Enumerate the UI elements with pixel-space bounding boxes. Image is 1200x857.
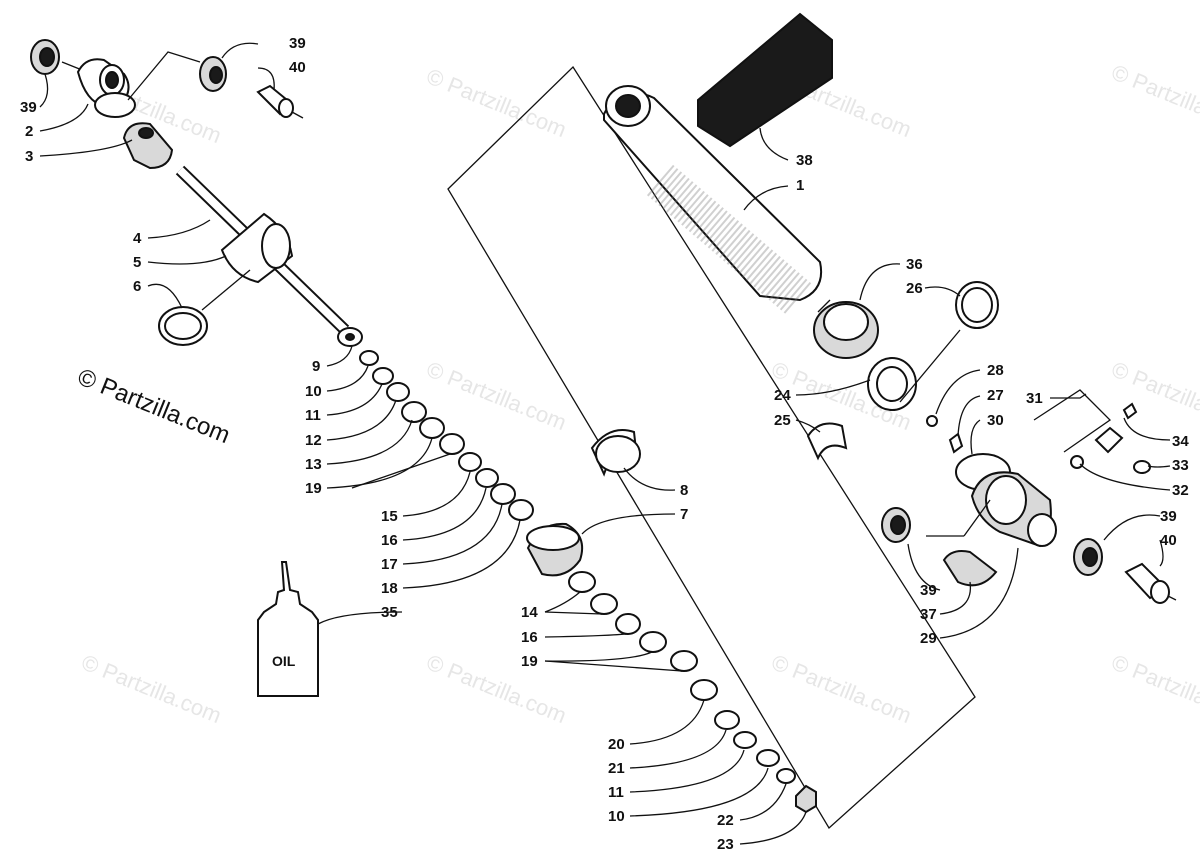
shim-stack-lower (568, 571, 817, 814)
oil-bottle-part-35: OIL (257, 561, 319, 697)
callout-8: 8 (680, 482, 688, 499)
washer-part-33 (1133, 460, 1151, 474)
copyright-credit: © Partzilla.com (74, 364, 234, 450)
callout-4: 4 (133, 230, 142, 247)
shim-stack-upper (337, 327, 641, 577)
callout-40-right: 40 (1160, 532, 1177, 549)
callout-7: 7 (680, 506, 688, 523)
callout-32: 32 (1172, 482, 1189, 499)
callout-11: 11 (305, 407, 321, 424)
callout-30: 30 (987, 412, 1004, 429)
callout-39-right: 39 (1160, 508, 1177, 525)
retainer-part-25 (806, 422, 848, 461)
callout-17: 17 (381, 556, 398, 573)
callout-16-lower: 16 (521, 629, 538, 646)
callout-38: 38 (796, 152, 813, 169)
callout-35: 35 (381, 604, 398, 621)
callout-12: 12 (305, 432, 322, 449)
callout-15: 15 (381, 508, 398, 525)
screw-part-27 (948, 432, 964, 454)
callout-28: 28 (987, 362, 1004, 379)
callout-14: 14 (521, 604, 538, 621)
callout-6: 6 (133, 278, 141, 295)
watermark: © Partzilla.com (768, 649, 915, 728)
callout-34: 34 (1172, 433, 1189, 450)
callout-16: 16 (381, 532, 398, 549)
callout-31: 31 (1026, 390, 1043, 407)
core-part-34 (1122, 402, 1138, 420)
decal-part-38 (697, 12, 833, 148)
callout-9: 9 (312, 358, 320, 375)
watermark: © Partzilla.com (423, 63, 570, 142)
callout-23: 23 (717, 836, 734, 853)
shock-body-part-1 (603, 85, 822, 316)
callout-26: 26 (906, 280, 923, 297)
callout-39-top: 39 (289, 35, 306, 52)
callout-19-lower: 19 (521, 653, 538, 670)
callout-5: 5 (133, 254, 141, 271)
callout-36: 36 (906, 256, 923, 273)
callout-11-lower: 11 (608, 784, 624, 801)
callout-24: 24 (774, 387, 791, 404)
callout-2: 2 (25, 123, 33, 140)
watermark: © Partzilla.com (423, 356, 570, 435)
callout-10: 10 (305, 383, 322, 400)
callout-33: 33 (1172, 457, 1189, 474)
watermark: © Partzilla.com (1108, 356, 1200, 435)
callout-1: 1 (796, 177, 804, 194)
callout-21: 21 (608, 760, 625, 777)
callout-39: 39 (20, 99, 37, 116)
cap-part-32 (1070, 455, 1084, 469)
o-ring-part-28 (926, 415, 938, 427)
valve-part-31 (1094, 426, 1124, 454)
reservoir-assembly (806, 281, 1177, 604)
bumper-part-3 (122, 122, 174, 170)
callout-3: 3 (25, 148, 33, 165)
watermark: © Partzilla.com (1108, 59, 1200, 138)
callout-labels: 39 2 3 4 5 6 39 40 9 10 11 12 13 19 15 1… (20, 35, 1189, 853)
callout-13: 13 (305, 456, 322, 473)
callout-20: 20 (608, 736, 625, 753)
group-outline (447, 65, 976, 830)
piston-rod-assembly (30, 39, 350, 346)
clip-part-37 (942, 550, 998, 587)
callout-22: 22 (717, 812, 734, 829)
callout-10-lower: 10 (608, 808, 625, 825)
callout-18: 18 (381, 580, 398, 597)
watermark: © Partzilla.com (1108, 649, 1200, 728)
callout-40-top: 40 (289, 59, 306, 76)
leader-lines (39, 42, 1171, 845)
callout-19: 19 (305, 480, 322, 497)
callout-25: 25 (774, 412, 791, 429)
callout-39-left: 39 (920, 582, 937, 599)
oil-label: OIL (272, 653, 296, 669)
callout-27: 27 (987, 387, 1004, 404)
callout-29: 29 (920, 630, 937, 647)
nut-part-23 (795, 784, 817, 814)
callout-37: 37 (920, 606, 937, 623)
watermark: © Partzilla.com (78, 649, 225, 728)
